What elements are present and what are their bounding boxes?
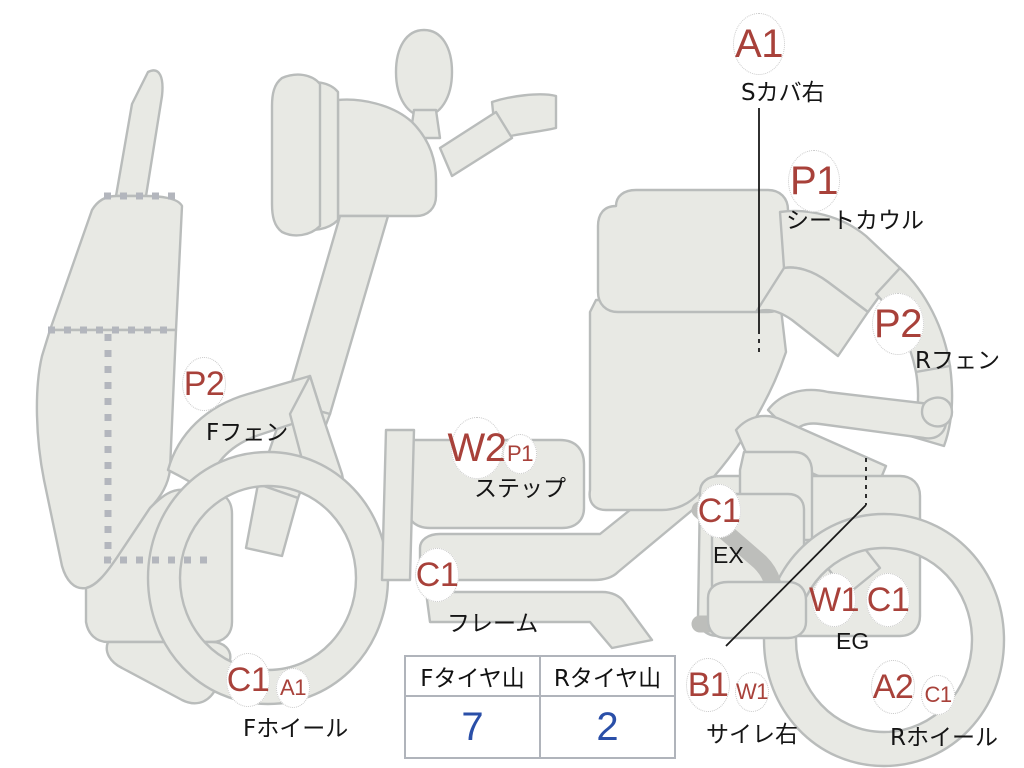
marker-exhaust[interactable]: C1 [697,484,741,538]
rear-cowl-side [754,266,870,358]
caption-seat-cowl: シートカウル [786,208,924,234]
marker-front-wheel-secondary[interactable]: A1 [276,668,310,708]
marker-s-cover-right[interactable]: A1 [733,13,785,75]
panel-division-dashes [48,192,210,564]
caption-rear-fender: Rフェン [915,348,1000,374]
tire-tread-table: Fタイヤ山 Rタイヤ山 7 2 [404,655,676,759]
caption-engine: EG [836,628,870,654]
front-fork-lower [244,482,300,558]
marker-frame[interactable]: C1 [415,548,459,602]
handlebar-bar [438,110,514,178]
caption-step: ステップ [474,476,566,502]
shock-mount-knob [920,396,954,428]
marker-rear-wheel[interactable]: A2 [871,660,915,714]
caption-s-cover-right: Sカバ右 [741,80,825,106]
value-rear-tire-tread: 2 [539,695,676,759]
caption-rear-wheel: Rホイール [890,725,998,751]
table-value-row: 7 2 [404,695,676,759]
caption-frame: フレーム [447,611,539,637]
caption-exhaust: EX [713,542,744,568]
caption-front-wheel: Fホイール [243,716,349,742]
marker-front-fender[interactable]: P2 [182,357,226,411]
marker-silencer-right[interactable]: B1 [686,658,730,712]
marker-engine[interactable]: W1 [809,573,860,627]
front-leg-shield-upper [114,69,164,198]
mirror-head [394,28,454,118]
marker-front-wheel[interactable]: C1 [226,653,270,707]
marker-seat-cowl[interactable]: P1 [788,150,840,212]
frame-front-post [380,428,416,582]
table-header-row: Fタイヤ山 Rタイヤ山 [404,655,676,697]
headlight-cowl [336,98,438,218]
leader-lines [725,108,867,647]
frame-under-rail [424,590,654,650]
header-front-tire-tread: Fタイヤ山 [404,655,541,697]
marker-rear-wheel-secondary[interactable]: C1 [921,675,955,715]
caption-front-fender: Fフェン [206,420,289,446]
value-front-tire-tread: 7 [404,695,541,759]
muffler-body [706,580,808,640]
caption-silencer-right: サイレ右 [706,722,798,748]
front-leg-shield-lower [35,328,178,590]
marker-engine-secondary[interactable]: C1 [866,573,910,627]
marker-silencer-right-secondary[interactable]: W1 [735,672,769,712]
headlight-lens-inner [270,73,322,237]
marker-step[interactable]: W2 [448,417,507,479]
marker-rear-fender[interactable]: P2 [872,293,924,355]
header-rear-tire-tread: Rタイヤ山 [539,655,676,697]
front-leg-shield-main [48,194,184,332]
marker-step-secondary[interactable]: P1 [503,434,537,474]
body-center-panel [588,298,788,512]
leader-silencer-right [725,504,867,647]
